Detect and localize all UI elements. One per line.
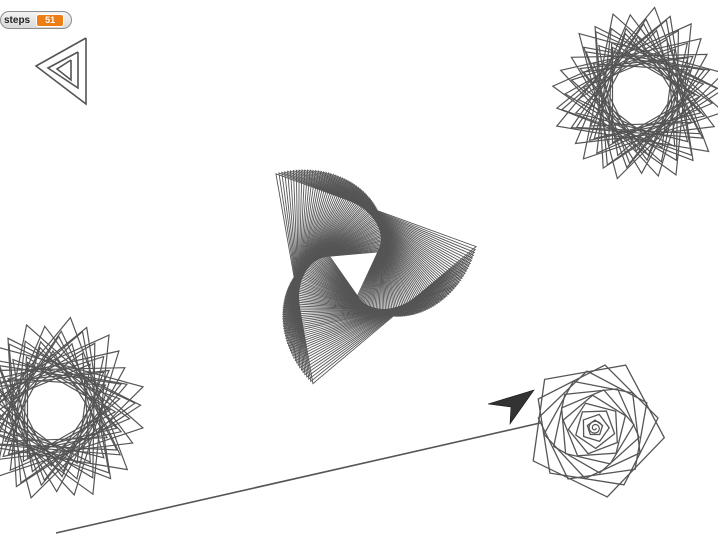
watcher-label: steps <box>4 14 31 26</box>
steps-variable-watcher[interactable]: steps 51 <box>0 11 73 29</box>
pen-trail-line <box>55 422 541 534</box>
nested-triangles <box>34 37 87 106</box>
triangle-swirl-pattern <box>275 169 477 385</box>
turtle-arrow-icon[interactable] <box>487 389 535 426</box>
star-pattern-bottom-left <box>0 316 145 499</box>
star-pattern-top-right <box>551 6 718 180</box>
pentagon-spiral <box>532 364 666 498</box>
watcher-value: 51 <box>36 13 65 27</box>
